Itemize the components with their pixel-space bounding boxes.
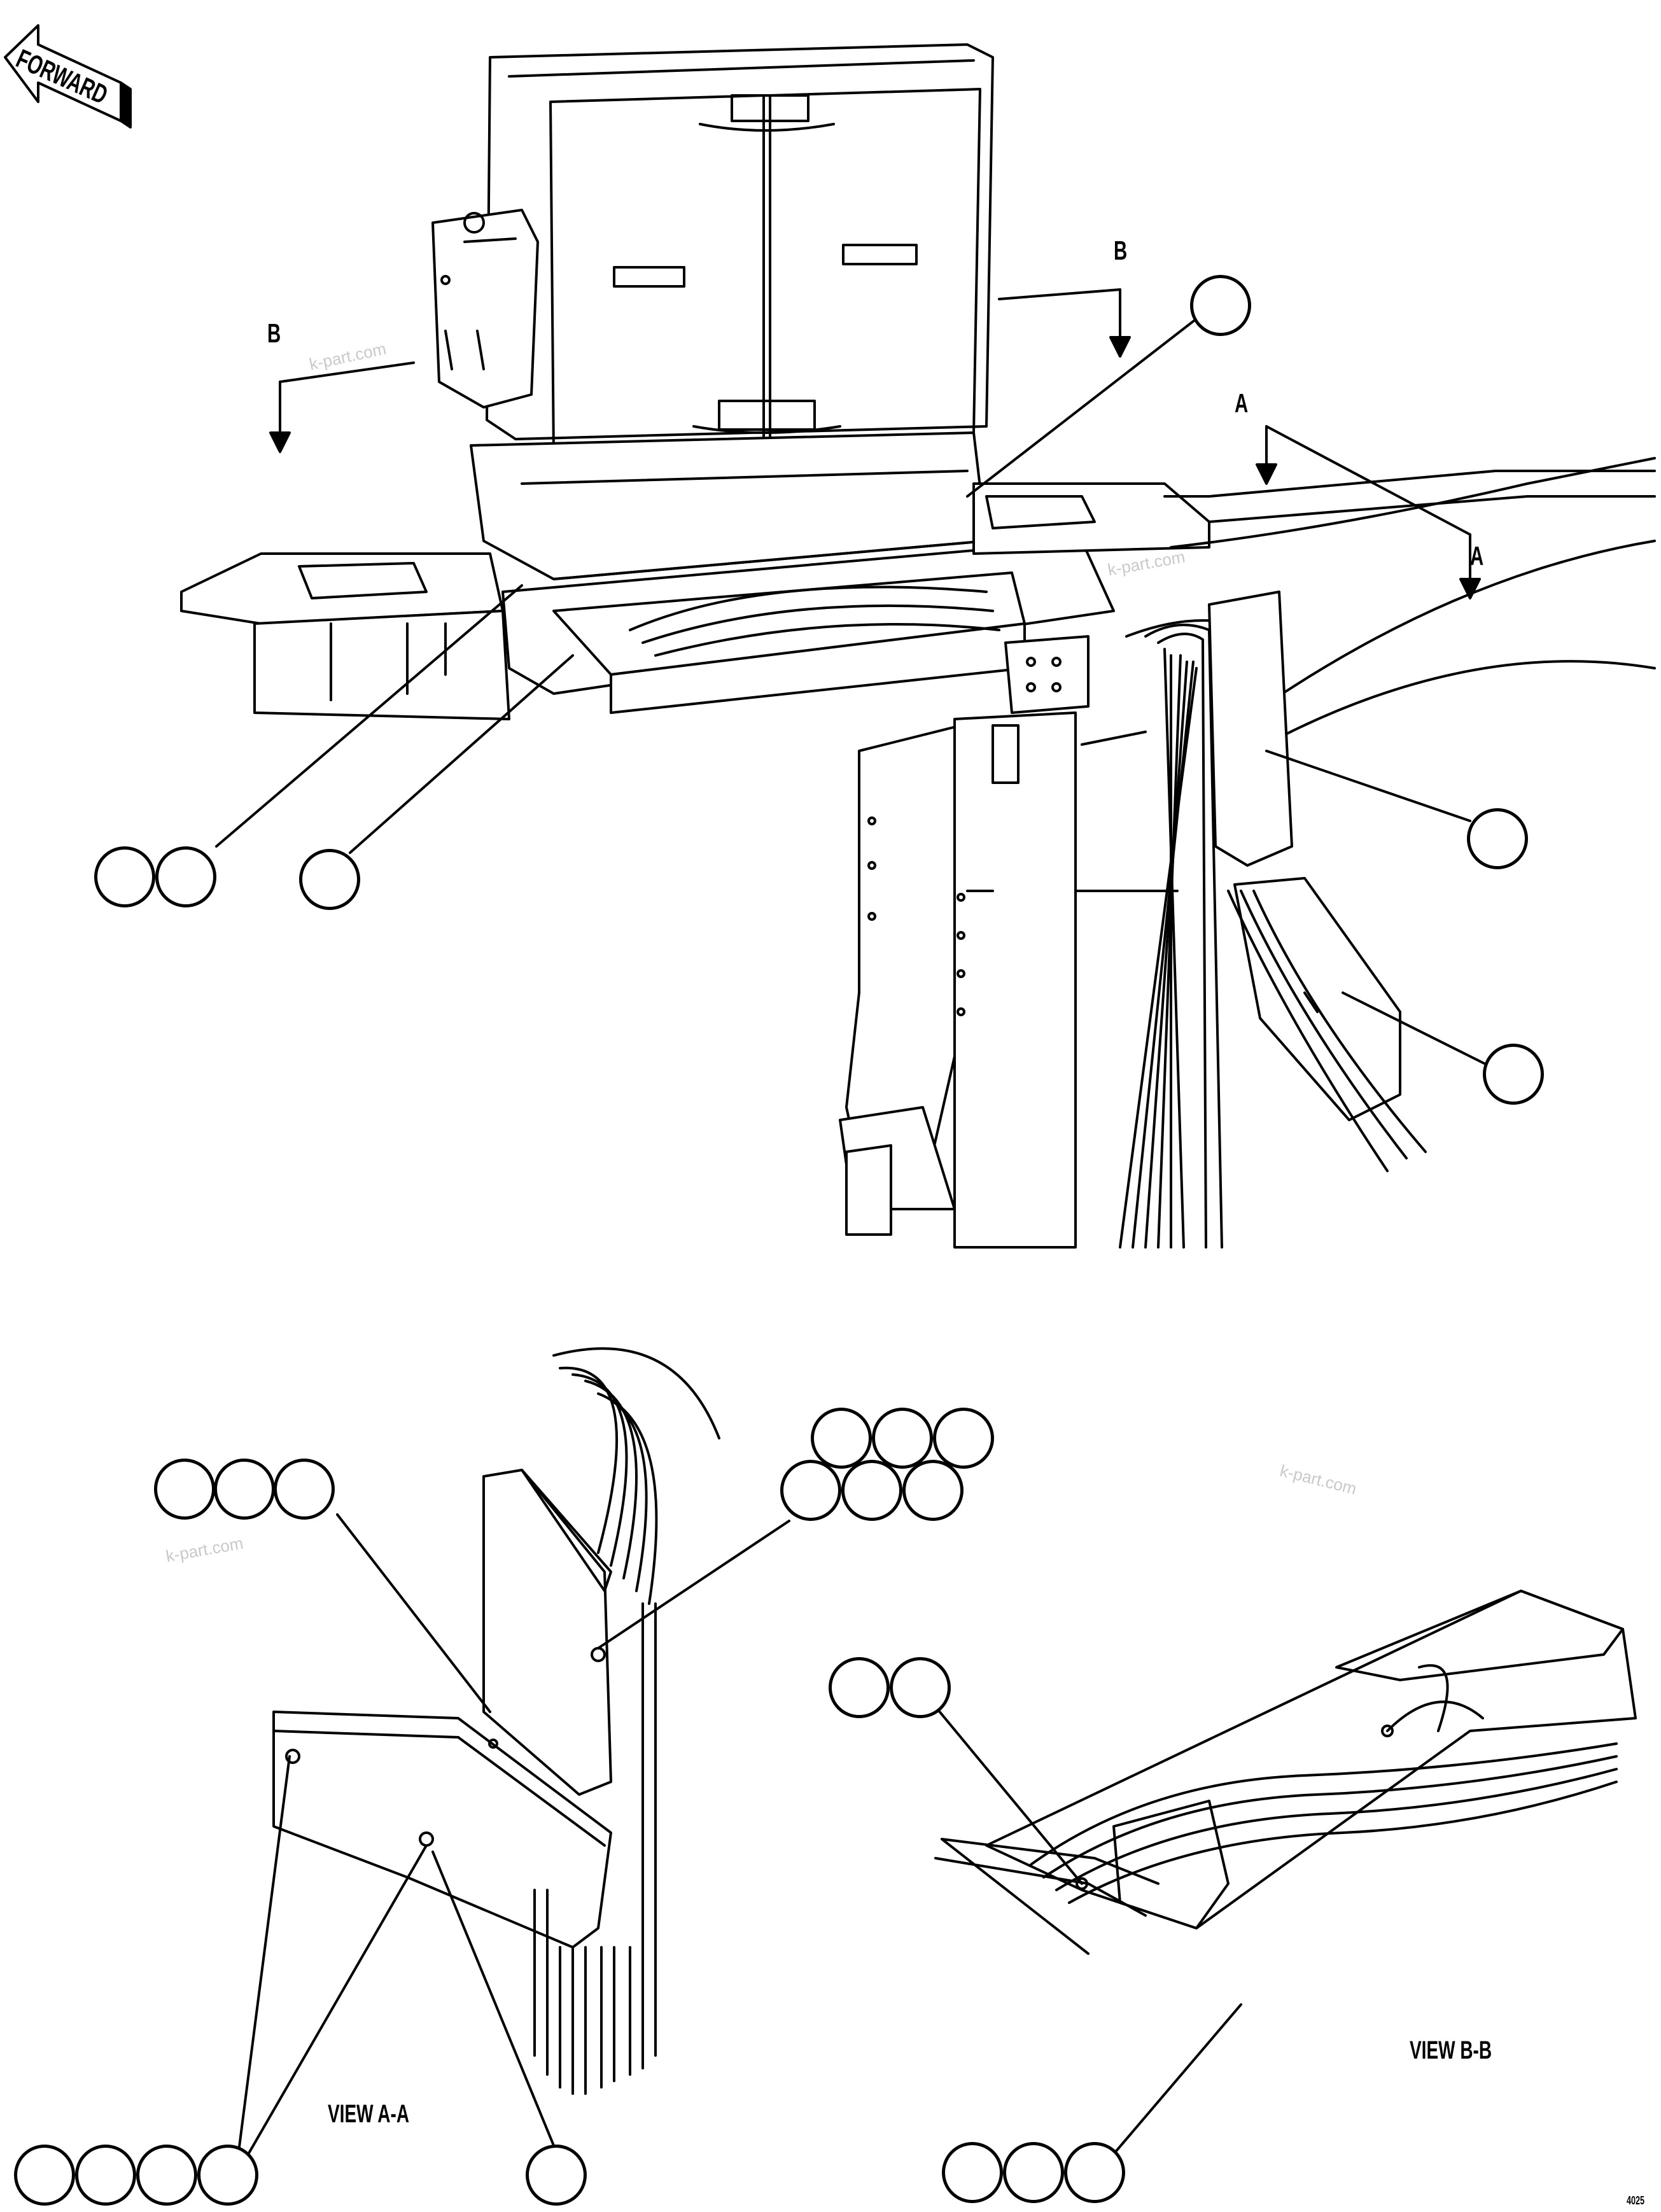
view-a-a: [234, 1347, 790, 2178]
callout-bubble: [1064, 2142, 1125, 2203]
forward-arrow-icon: [4, 24, 132, 129]
callout-bubble: [526, 2145, 587, 2206]
callout-bubble: [75, 2145, 136, 2206]
callout-bubble: [14, 2145, 75, 2206]
callout-bubble: [933, 1408, 994, 1469]
view-b-b: [928, 1590, 1637, 2178]
callout-bubble: [890, 1657, 951, 1718]
callout-bubble: [155, 846, 216, 907]
callout-bubble: [829, 1657, 890, 1718]
section-label-a-top: A: [1235, 388, 1249, 418]
callout-bubble: [197, 2145, 258, 2206]
callout-bubble: [214, 1459, 275, 1520]
section-label-b-right: B: [1114, 235, 1128, 265]
callout-bubble: [299, 849, 360, 910]
section-arrow-a-line: [1265, 425, 1481, 599]
hydraulic-tank: [431, 43, 994, 456]
callout-bubble: [902, 1460, 964, 1521]
callout-bubble: [872, 1408, 933, 1469]
callout-bubble: [154, 1459, 215, 1520]
corner-code: 4025: [1627, 2194, 1645, 2207]
view-b-b-title: VIEW B-B: [1410, 2036, 1492, 2064]
section-arrow-a-top: [1256, 425, 1277, 485]
callout-bubble: [841, 1460, 902, 1521]
main-column: [839, 635, 1179, 1249]
callout-bubble: [1003, 2142, 1064, 2203]
section-label-a-bottom: A: [1470, 541, 1484, 571]
callout-bubble: [274, 1459, 335, 1520]
view-a-a-title: VIEW A-A: [328, 2100, 410, 2128]
callout-bubble: [136, 2145, 197, 2206]
left-platform: [180, 552, 510, 720]
section-arrow-b-right: [998, 288, 1131, 358]
callout-bubble: [1467, 808, 1528, 869]
callout-bubble: [1483, 1044, 1544, 1105]
section-arrow-b-left: [269, 361, 415, 453]
section-label-b-left: B: [267, 318, 281, 348]
callout-bubble: [780, 1460, 841, 1521]
callout-bubble: [942, 2142, 1003, 2203]
callout-bubble: [94, 846, 155, 907]
callout-bubble: [811, 1408, 872, 1469]
callout-bubble: [1190, 275, 1251, 336]
